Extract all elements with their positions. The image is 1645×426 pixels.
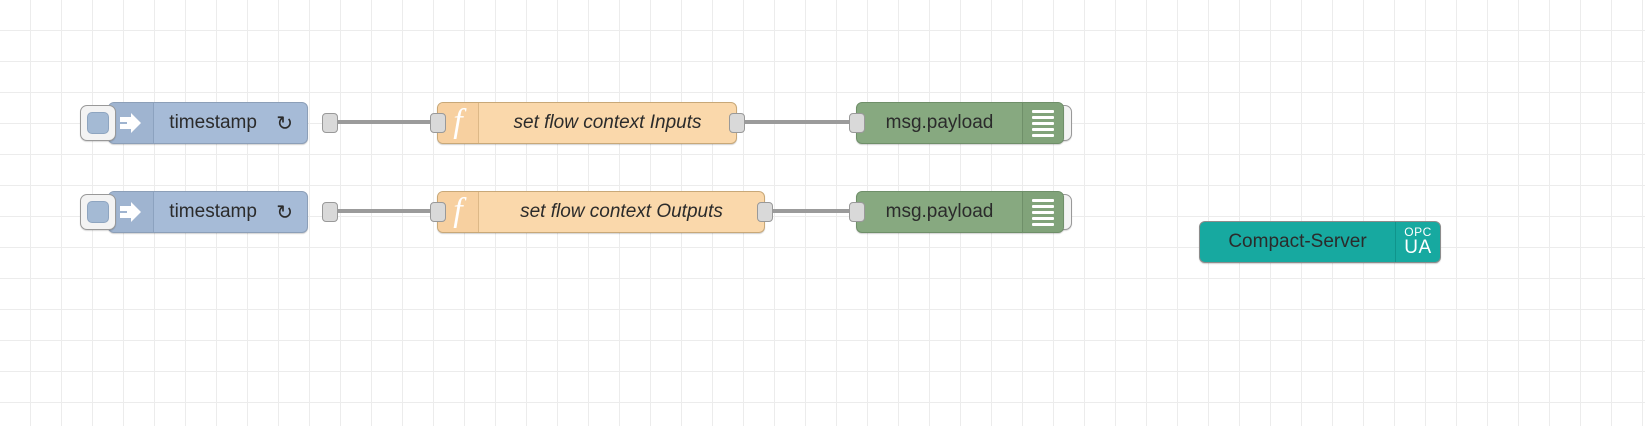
debug-list-icon-lines [1032,198,1054,226]
inject-node-body-1[interactable]: timestamp ↻ [108,102,308,144]
inject-trigger-button[interactable] [80,194,116,230]
debug-node-2[interactable]: msg.payload [856,191,1064,233]
debug-input-port-1[interactable] [849,113,865,133]
debug-list-icon [1022,103,1063,143]
debug-list-icon [1022,192,1063,232]
inject-output-port-2[interactable] [322,202,338,222]
inject-repeat-icon-2: ↻ [276,201,293,224]
inject-trigger-button[interactable] [80,105,116,141]
function-node-label-1: set flow context Inputs [513,112,702,133]
inject-arrow-icon [109,103,154,143]
wire-function2-debug2[interactable] [763,209,859,213]
opcua-server-label: Compact-Server [1228,231,1367,252]
inject-node-2[interactable]: timestamp ↻ [80,191,338,233]
wire-inject1-function1[interactable] [330,120,440,124]
opcua-server-node[interactable]: Compact-Server OPC UA [1199,221,1441,263]
inject-node-label-2: timestamp [169,201,257,222]
function-output-port-2[interactable] [757,202,773,222]
inject-output-port-1[interactable] [322,113,338,133]
inject-arrow-icon [109,192,154,232]
function-f-icon: f [438,192,479,232]
debug-list-icon-lines [1032,109,1054,137]
function-node-label-2: set flow context Outputs [520,201,723,222]
wire-function1-debug1[interactable] [735,120,859,124]
inject-node-body-2[interactable]: timestamp ↻ [108,191,308,233]
function-f-glyph: f [453,192,463,229]
opc-ua-badge-line2: UA [1404,236,1432,258]
function-output-port-1[interactable] [729,113,745,133]
function-node-2[interactable]: f set flow context Outputs [437,191,765,233]
inject-repeat-icon-1: ↻ [276,112,293,135]
function-input-port-2[interactable] [430,202,446,222]
inject-trigger-button-face [87,112,109,134]
function-input-port-1[interactable] [430,113,446,133]
inject-trigger-button-face [87,201,109,223]
debug-node-label-1: msg.payload [885,112,994,133]
debug-node-label-2: msg.payload [885,201,994,222]
wire-inject2-function2[interactable] [330,209,440,213]
function-f-glyph: f [453,103,463,140]
inject-node-1[interactable]: timestamp ↻ [80,102,338,144]
function-node-1[interactable]: f set flow context Inputs [437,102,737,144]
opc-ua-badge-icon: OPC UA [1395,222,1440,262]
inject-node-label-1: timestamp [169,112,257,133]
debug-node-1[interactable]: msg.payload [856,102,1064,144]
opc-ua-badge-line1: OPC [1404,225,1432,240]
debug-input-port-2[interactable] [849,202,865,222]
